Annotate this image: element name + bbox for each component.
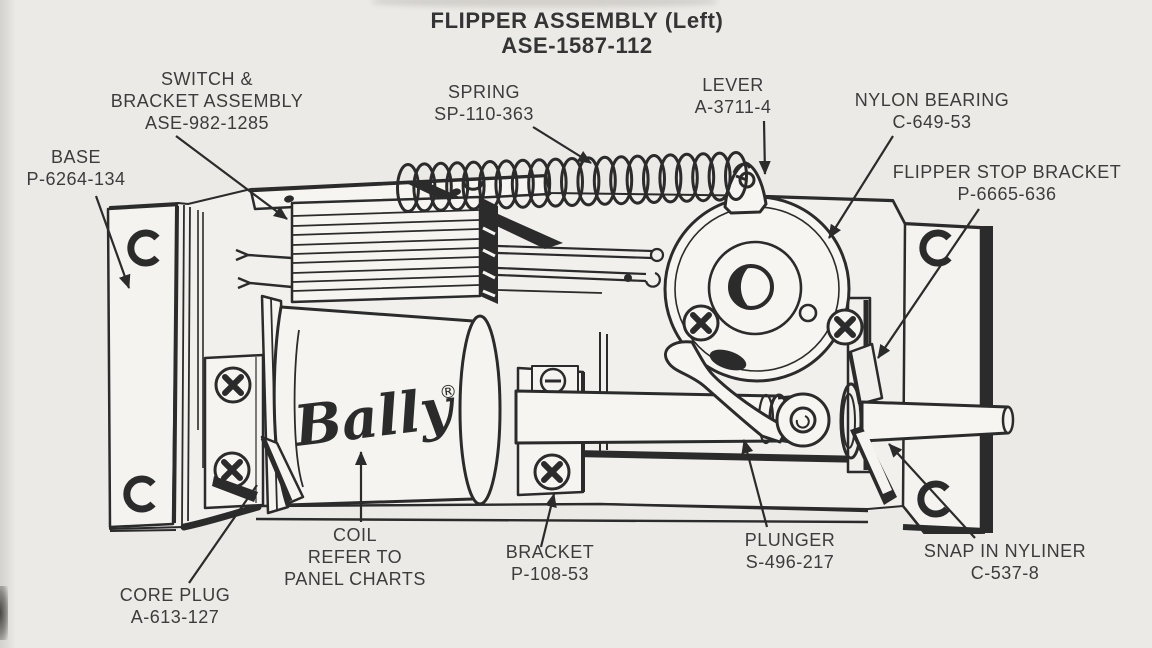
leader-nylon-bearing — [828, 135, 894, 239]
label-line: BRACKET — [505, 542, 595, 562]
label-part-number: C-537-8 — [970, 563, 1040, 583]
label-line: SWITCH & — [161, 69, 253, 89]
label-coil: COIL REFER TO PANEL CHARTS — [284, 524, 426, 590]
label-line: REFER TO — [307, 547, 403, 567]
label-snap-in-nyliner: SNAP IN NYLINER C-537-8 — [924, 540, 1086, 584]
scan-corner-mark — [0, 586, 8, 640]
label-part-number: S-496-217 — [745, 552, 835, 572]
label-part-number: C-649-53 — [892, 112, 972, 132]
rivet — [284, 195, 294, 203]
label-line: COIL — [332, 525, 378, 545]
label-part-number: P-6665-636 — [957, 184, 1057, 204]
label-spring: SPRING SP-110-363 — [434, 81, 534, 125]
coil: Bally ® — [260, 294, 502, 515]
label-line: SNAP IN NYLINER — [923, 541, 1087, 561]
label-line: CORE PLUG — [119, 585, 231, 605]
label-nylon-bearing: NYLON BEARING C-649-53 — [855, 89, 1010, 133]
leader-plunger — [741, 439, 769, 528]
spring-end-hook — [735, 174, 748, 182]
scan-bleed-artifact — [372, 0, 717, 7]
label-line: BRACKET ASSEMBLY — [110, 91, 304, 111]
label-part-number: P-6264-134 — [26, 169, 126, 189]
phillips-screw — [535, 455, 569, 489]
mounting-bracket-left — [203, 353, 265, 510]
leader-bracket — [539, 493, 557, 548]
label-line: LEVER — [702, 75, 764, 95]
label-part-number: P-108-53 — [510, 564, 590, 584]
switch-blades — [235, 244, 665, 294]
lever-and-bearing — [663, 161, 862, 448]
phillips-screw — [216, 368, 250, 402]
label-core-plug: CORE PLUG A-613-127 — [120, 584, 231, 628]
lever-crank-arm — [664, 340, 790, 444]
flipper-shaft — [860, 400, 1010, 443]
label-base: BASE P-6264-134 — [26, 146, 125, 190]
label-plunger: PLUNGER S-496-217 — [745, 529, 836, 573]
leader-spring — [532, 126, 592, 164]
page-title: FLIPPER ASSEMBLY (Left) ASE-1587-112 — [431, 8, 724, 58]
title-line: FLIPPER ASSEMBLY (Left) — [430, 8, 724, 33]
leader-core-plug — [188, 484, 258, 584]
label-line: NYLON BEARING — [854, 90, 1010, 110]
leader-switch-bracket — [175, 135, 288, 220]
spring — [396, 151, 748, 213]
leader-lever — [758, 120, 771, 175]
registered-mark: ® — [438, 381, 458, 404]
label-switch-bracket-assembly: SWITCH & BRACKET ASSEMBLY ASE-982-1285 — [111, 68, 303, 134]
phillips-screw — [684, 306, 718, 340]
label-line: PANEL CHARTS — [284, 569, 426, 589]
link-roller — [775, 392, 831, 448]
label-flipper-stop-bracket: FLIPPER STOP BRACKET P-6665-636 — [893, 161, 1121, 205]
label-part-number: A-3711-4 — [694, 97, 772, 117]
label-line: BASE — [50, 147, 102, 167]
label-line: PLUNGER — [744, 530, 836, 550]
leader-flipper-stop — [877, 208, 980, 359]
snap-in-nyliner — [839, 382, 897, 505]
phillips-screw — [828, 310, 862, 344]
label-line: SPRING — [447, 82, 521, 102]
switch-stack — [235, 195, 665, 304]
core-plug — [260, 435, 305, 505]
title-part-number: ASE-1587-112 — [501, 33, 653, 58]
label-line: FLIPPER STOP BRACKET — [892, 162, 1122, 182]
coil-end-cap — [458, 314, 502, 506]
leader-base — [94, 195, 131, 289]
leader-snap-nyliner — [888, 443, 976, 539]
callout-leaders — [94, 120, 980, 584]
label-lever: LEVER A-3711-4 — [695, 74, 772, 118]
label-part-number: SP-110-363 — [434, 104, 534, 124]
label-part-number: ASE-982-1285 — [144, 113, 270, 133]
base-slot-shadow — [523, 449, 868, 463]
label-part-number: A-613-127 — [130, 607, 220, 627]
label-bracket: BRACKET P-108-53 — [506, 541, 595, 585]
rivet — [451, 188, 461, 196]
scan-edge-shadow — [0, 0, 16, 648]
